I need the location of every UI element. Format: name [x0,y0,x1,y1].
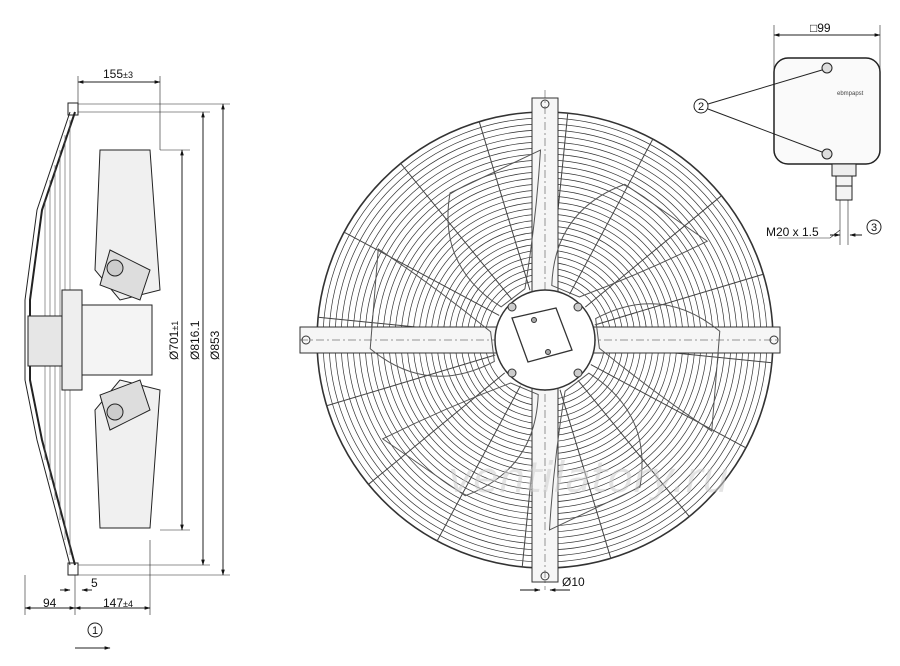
mount-hole-top [540,99,550,109]
fan-blade [369,248,495,377]
callout-3-circle [866,219,882,235]
motor-flange [61,289,83,391]
hub-bolt [507,302,517,312]
bracket-top [67,102,79,116]
guard-spoke [478,121,531,291]
cable-gland-nut [831,163,857,177]
guard-spoke [584,195,722,308]
dim-width-top: 155±3 [103,67,133,81]
callout-1-label: 1 [92,625,98,637]
dim-hole-dia: Ø10 [562,575,585,589]
blade-clamp-bottom [106,403,124,421]
callout-2-circle [693,98,709,114]
guard-spoke [594,273,764,326]
guard-spoke [368,372,506,485]
callout-2-label: 2 [698,101,704,113]
guard-spoke [400,163,513,301]
terminal-box-detail [693,25,882,245]
watermark: ventilatory.ru [448,453,729,502]
brand-label: ebmpapst [837,91,864,97]
mount-hole-right [769,335,779,345]
terminal-screw-bottom [821,148,833,160]
dim-box-size: □99 [810,21,831,35]
cable-gland-body [835,175,853,201]
blade-clamp-top [106,259,124,277]
mount-hole-bottom [540,571,550,581]
guard-spoke [559,389,612,559]
hub-terminal-box [511,307,573,363]
fan-blade [548,372,643,531]
fan-blade [551,183,709,298]
dim-base-depth: 147±4 [103,596,133,610]
fan-blade [447,149,542,308]
bracket-bottom [67,562,79,576]
hub-bolt [507,368,517,378]
guard-spoke [569,138,654,295]
motor-body [27,315,63,367]
dim-dia-impeller: Ø701±1 [167,321,181,360]
rotor-hub [81,304,153,376]
dim-dia-overall: Ø853 [208,330,222,360]
guard-spoke [590,364,747,449]
hub-bolt [573,368,583,378]
fan-blades [369,149,721,531]
fan-blade [381,382,539,497]
dim-base-left: 94 [43,596,57,610]
mount-hole-left [301,335,311,345]
front-view [299,90,781,592]
dim-gap: 5 [91,576,98,590]
terminal-box-outline [773,57,881,165]
hub-bolt [573,302,583,312]
terminal-screw-top [821,62,833,74]
callout-3-label: 3 [871,222,877,234]
guard-spoke [436,385,521,542]
guard-spoke [343,231,500,316]
guard-spoke [577,379,690,517]
dim-dia-mount: Ø816.1 [188,320,202,360]
thread-label: M20 x 1.5 [766,225,819,239]
callout-1-circle [87,622,103,638]
side-view [24,76,230,650]
guard-spokes [318,113,772,567]
guard-spoke [326,354,496,407]
fan-blade [595,303,721,432]
